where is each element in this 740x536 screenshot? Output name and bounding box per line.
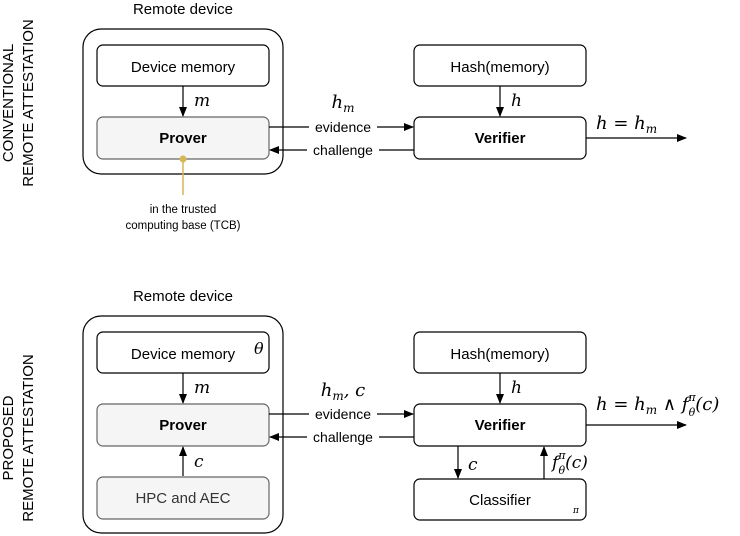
evidence-math: hm, c bbox=[321, 380, 366, 403]
tcb-marker-dot bbox=[179, 155, 187, 163]
proposed-side-label-1: PROPOSED bbox=[0, 395, 17, 480]
challenge-label-bg bbox=[307, 142, 379, 158]
hash-to-verifier-math: h bbox=[511, 378, 522, 398]
remote-device-container bbox=[82, 315, 284, 534]
challenge-label-bg bbox=[307, 429, 379, 445]
classifier-box bbox=[413, 478, 587, 521]
memory-to-prover-math: m bbox=[194, 91, 210, 111]
hash-memory-label: Hash(memory) bbox=[450, 59, 549, 76]
hash-to-verifier-math: h bbox=[511, 91, 522, 111]
tcb-note-line-2: computing base (TCB) bbox=[125, 220, 240, 232]
evidence-label-bg bbox=[309, 406, 377, 422]
result-math: h = hm bbox=[596, 113, 657, 136]
hash-memory-label: Hash(memory) bbox=[450, 346, 549, 363]
evidence-label: evidence bbox=[315, 119, 371, 135]
evidence-label: evidence bbox=[315, 406, 371, 422]
remote-device-label: Remote device bbox=[133, 288, 233, 305]
verifier-label: Verifier bbox=[475, 417, 526, 434]
device-memory-label: Device memory bbox=[131, 59, 236, 76]
classifier-label: Classifier bbox=[469, 492, 531, 509]
memory-to-prover-math: m bbox=[194, 378, 210, 398]
remote-device-label: Remote device bbox=[133, 1, 233, 18]
theta-label: θ bbox=[254, 339, 264, 358]
evidence-label-bg bbox=[309, 119, 377, 135]
hpc-aec-box bbox=[96, 476, 270, 520]
pi-label: π bbox=[572, 506, 580, 516]
evidence-math: hm bbox=[332, 92, 355, 115]
hpc-to-prover-math: c bbox=[194, 452, 204, 472]
tcb-note-line-1: in the trusted bbox=[150, 204, 216, 216]
conventional-side-label-2: REMOTE ATTESTATION bbox=[20, 19, 37, 187]
hpc-aec-label: HPC and AEC bbox=[135, 490, 230, 507]
prover-label: Prover bbox=[159, 130, 207, 147]
verifier-to-classifier-math: c bbox=[468, 455, 478, 475]
proposed-side-label-2: REMOTE ATTESTATION bbox=[20, 354, 37, 522]
challenge-label: challenge bbox=[313, 429, 373, 445]
challenge-label: challenge bbox=[313, 142, 373, 158]
prover-label: Prover bbox=[159, 417, 207, 434]
device-memory-label: Device memory bbox=[131, 346, 236, 363]
conventional-section: CONVENTIONAL REMOTE ATTESTATION Remote d… bbox=[0, 1, 687, 232]
verifier-label: Verifier bbox=[475, 130, 526, 147]
proposed-section: PROPOSED REMOTE ATTESTATION Remote devic… bbox=[0, 288, 719, 534]
conventional-side-label-1: CONVENTIONAL bbox=[0, 44, 17, 162]
